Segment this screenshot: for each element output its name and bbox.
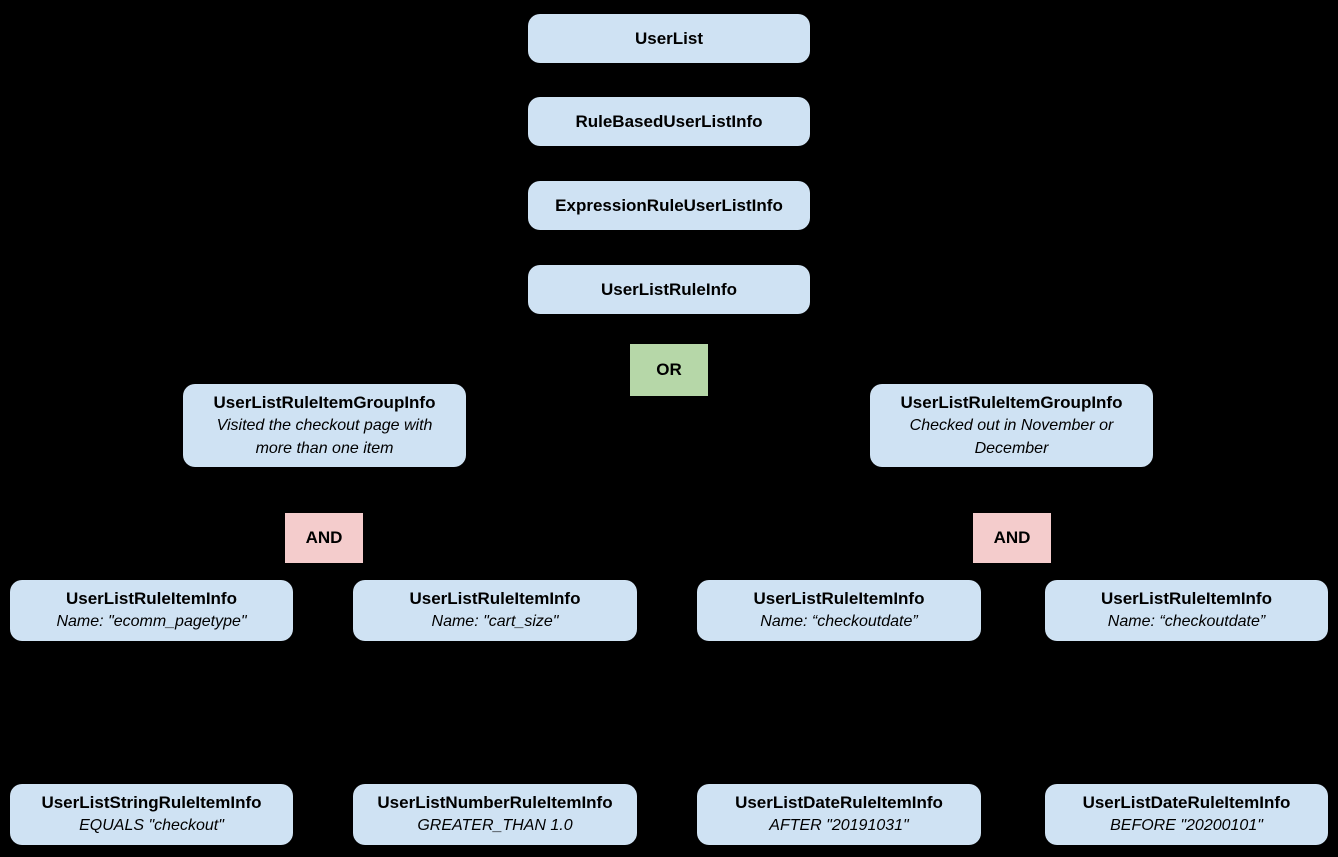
rule-item-node-ecomm-pagetype: UserListRuleItemInfo Name: "ecomm_pagety… [10,580,293,641]
leaf-node-date-rule-after: UserListDateRuleItemInfo AFTER "20191031… [697,784,981,845]
group-subtitle: Visited the checkout page with more than… [216,417,433,457]
rule-item-title: UserListRuleItemInfo [753,589,925,608]
rule-item-subtitle: Name: “checkoutdate” [760,613,918,630]
leaf-subtitle: EQUALS "checkout" [79,817,224,834]
connector-arrowhead-icon [316,371,350,387]
and-operator-node-right: AND [973,513,1051,563]
leaf-subtitle: BEFORE "20200101" [1110,817,1263,834]
group-title: UserListRuleItemGroupInfo [900,393,1123,412]
group-node-checkout-page: UserListRuleItemGroupInfo Visited the ch… [183,384,466,467]
rule-item-subtitle: Name: "cart_size" [431,613,559,630]
leaf-title: UserListDateRuleItemInfo [1082,793,1291,812]
connector-arrowhead-icon [980,369,1014,385]
group-subtitle: Checked out in November or December [909,417,1114,457]
node-userlistruleinfo: UserListRuleInfo [528,265,810,314]
rule-item-title: UserListRuleItemInfo [66,589,237,608]
rule-item-title: UserListRuleItemInfo [409,589,581,608]
leaf-title: UserListNumberRuleItemInfo [377,793,613,812]
node-rulebaseduserlistinfo: RuleBasedUserListInfo [528,97,810,146]
leaf-node-date-rule-before: UserListDateRuleItemInfo BEFORE "2020010… [1045,784,1328,845]
leaf-subtitle: GREATER_THAN 1.0 [417,817,573,834]
rule-item-node-checkoutdate-2: UserListRuleItemInfo Name: “checkoutdate… [1045,580,1328,641]
leaf-subtitle: AFTER "20191031" [769,817,909,834]
leaf-title: UserListStringRuleItemInfo [41,793,262,812]
leaf-node-number-rule: UserListNumberRuleItemInfo GREATER_THAN … [353,784,637,845]
group-node-checked-out: UserListRuleItemGroupInfo Checked out in… [870,384,1153,467]
rule-item-title: UserListRuleItemInfo [1101,589,1272,608]
or-operator-node: OR [630,344,708,396]
node-userlist: UserList [528,14,810,63]
group-title: UserListRuleItemGroupInfo [213,393,436,412]
and-operator-node-left: AND [285,513,363,563]
leaf-title: UserListDateRuleItemInfo [735,793,943,812]
rule-item-node-cart-size: UserListRuleItemInfo Name: "cart_size" [353,580,637,641]
node-expressionruleuserlistinfo: ExpressionRuleUserListInfo [528,181,810,230]
leaf-node-string-rule: UserListStringRuleItemInfo EQUALS "check… [10,784,293,845]
rule-item-subtitle: Name: "ecomm_pagetype" [56,613,247,630]
rule-item-subtitle: Name: “checkoutdate” [1107,613,1266,630]
rule-item-node-checkoutdate-1: UserListRuleItemInfo Name: “checkoutdate… [697,580,981,641]
